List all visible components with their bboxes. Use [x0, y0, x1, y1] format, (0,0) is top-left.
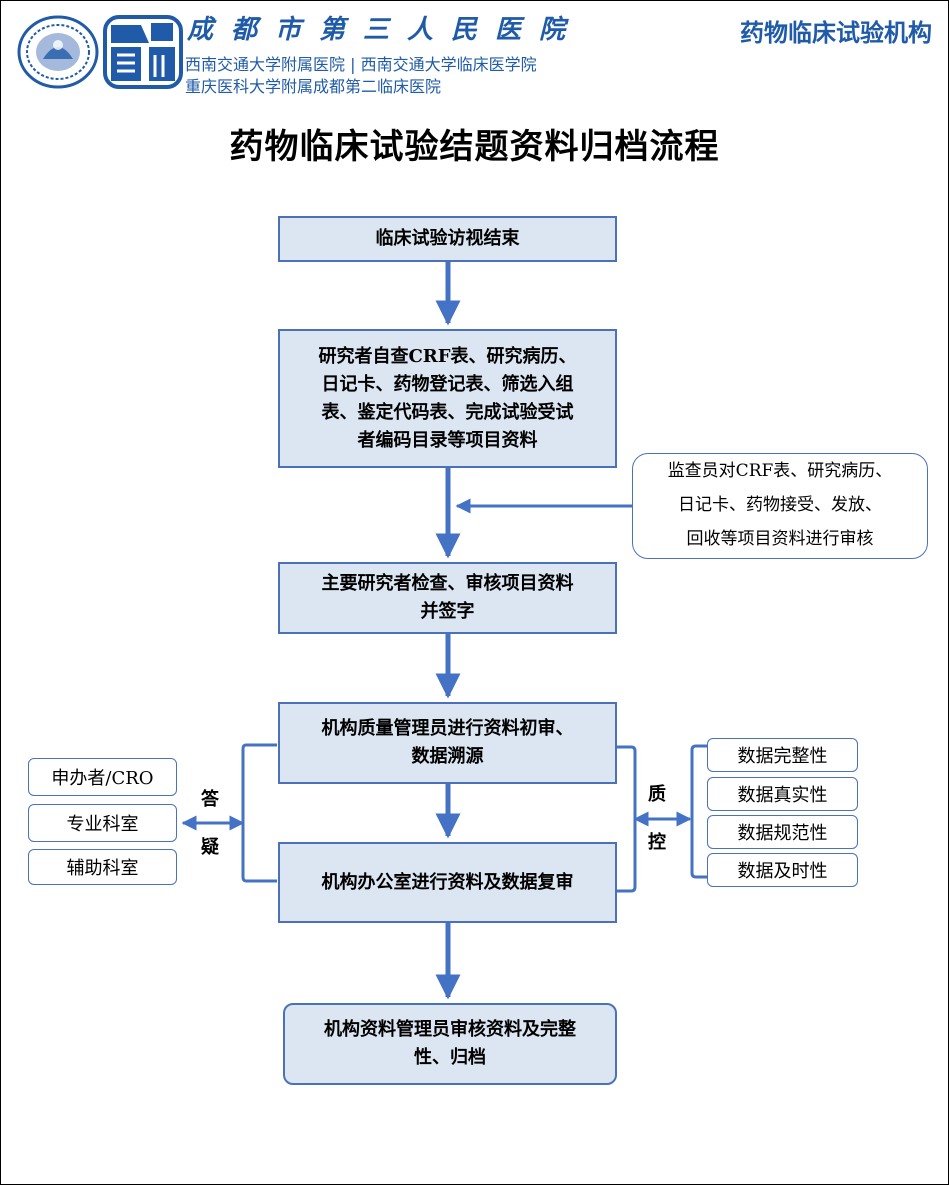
page-title: 药物临床试验结题资料归档流程: [229, 127, 720, 167]
left-bracket: [241, 743, 277, 883]
right-items-bracket: [690, 744, 709, 879]
org-name: 药物临床试验机构: [740, 19, 932, 47]
hospital-seal-icon: [17, 15, 99, 89]
qc-item-completeness: 数据完整性: [707, 738, 858, 772]
step-qc-initial-review: 机构质量管理员进行资料初审、 数据溯源: [278, 702, 617, 784]
qc-item-timeliness: 数据及时性: [707, 853, 858, 887]
qc-item-standardization: 数据规范性: [707, 815, 858, 849]
step-visit-end: 临床试验访视结束: [278, 216, 617, 262]
qc-label: 质 控: [648, 784, 666, 853]
qa-item-auxiliary: 辅助科室: [28, 849, 177, 885]
hospital-building-logo-icon: [103, 15, 183, 89]
qa-item-sponsor: 申办者/CRO: [28, 758, 177, 796]
step-archive: 机构资料管理员审核资料及完整 性、归档: [283, 1003, 617, 1085]
qc-item-authenticity: 数据真实性: [707, 777, 858, 811]
affiliation-line-2: 重庆医科大学附属成都第二临床医院: [185, 77, 442, 96]
step-office-recheck: 机构办公室进行资料及数据复审: [278, 842, 617, 923]
step-self-check: 研究者自查CRF表、研究病历、 日记卡、药物登记表、筛选入组 表、鉴定代码表、完…: [278, 329, 617, 468]
hospital-name: 成都市第三人民医院: [187, 15, 584, 45]
step-pi-review: 主要研究者检查、审核项目资料 并签字: [278, 562, 617, 634]
monitor-review-note: 监查员对CRF表、研究病历、 日记卡、药物接受、发放、 回收等项目资料进行审核: [632, 453, 928, 559]
qa-label: 答 疑: [201, 789, 219, 858]
qa-item-department: 专业科室: [28, 804, 177, 842]
affiliation-line-1: 西南交通大学附属医院 | 西南交通大学临床医学院: [185, 55, 537, 74]
right-bracket: [617, 745, 637, 893]
